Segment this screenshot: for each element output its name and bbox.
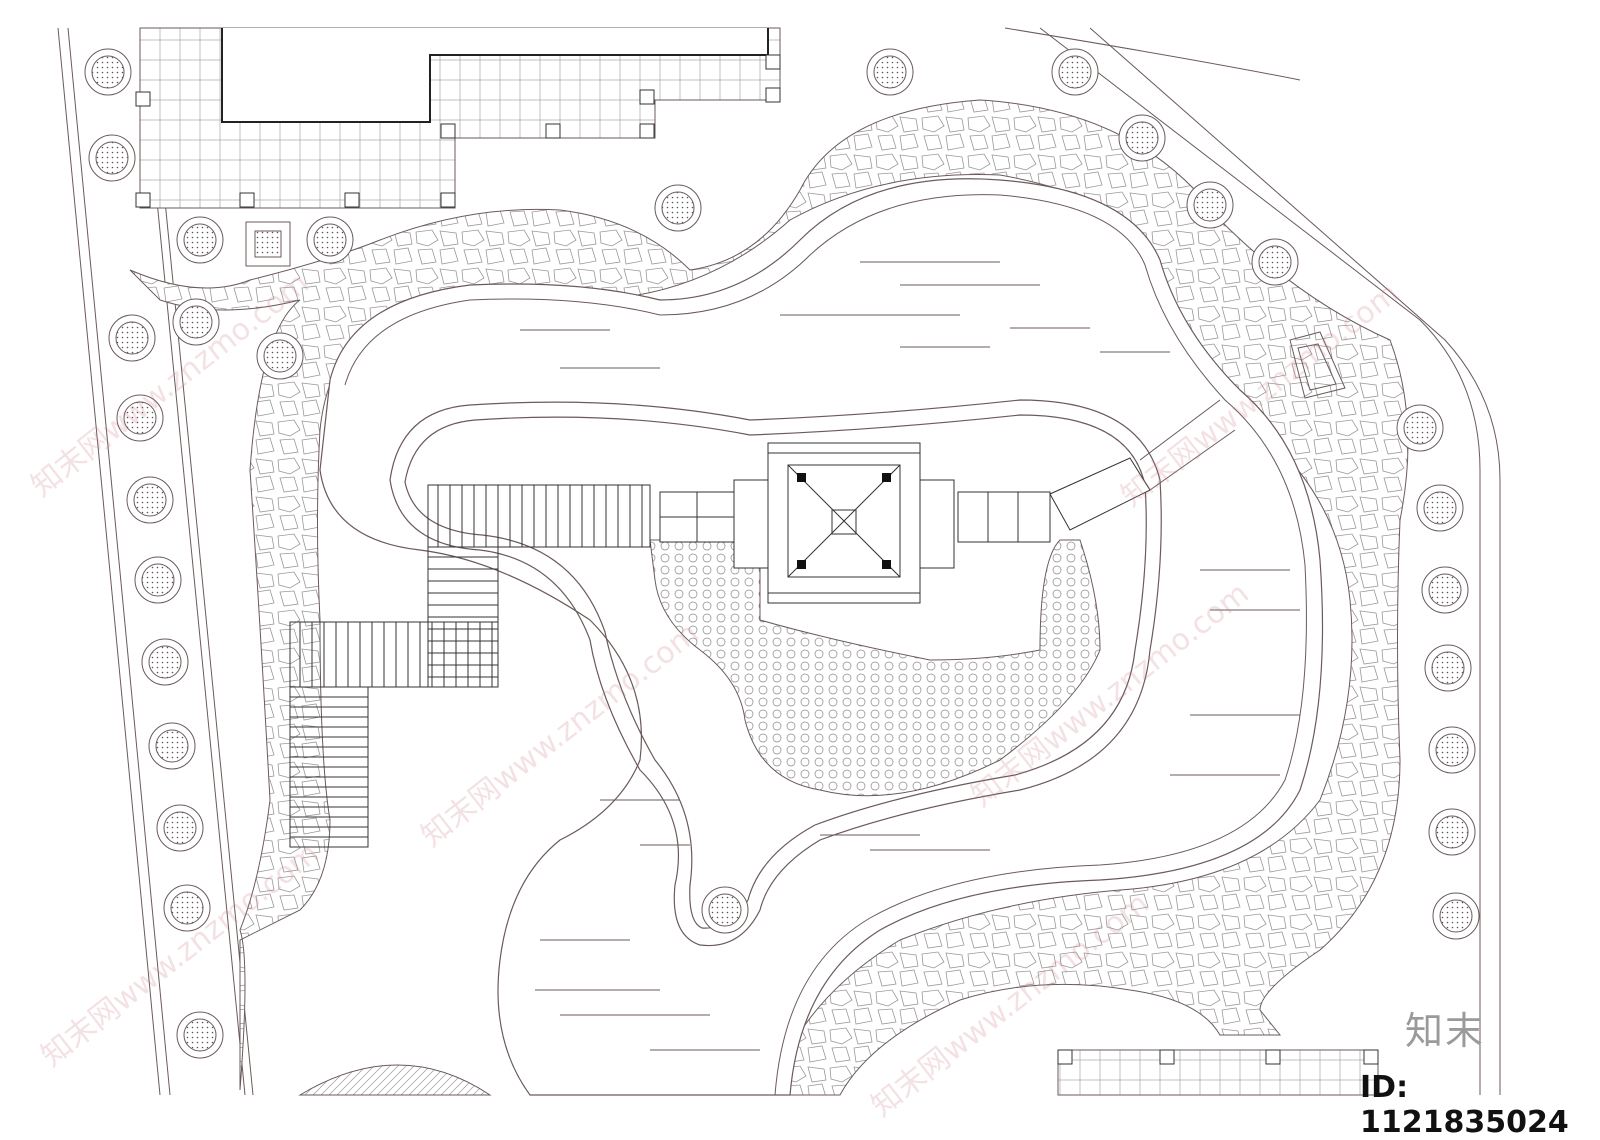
rock-feature xyxy=(1289,331,1346,399)
image-id-label: ID: 1121835024 xyxy=(1360,1070,1569,1140)
hex-paving xyxy=(649,539,1101,797)
timber-pergola xyxy=(289,484,651,848)
right-road xyxy=(1004,27,1501,1095)
tree-group xyxy=(84,48,1480,1059)
bottom-plaza xyxy=(298,1049,1379,1096)
top-plaza xyxy=(135,27,781,267)
brand-logo: 知末 xyxy=(1405,1009,1486,1053)
island-path xyxy=(389,399,1162,947)
central-pavilion xyxy=(733,442,955,604)
stone-border xyxy=(129,99,1409,1096)
stepping-stones xyxy=(659,457,1151,543)
bridge xyxy=(1139,399,1236,491)
